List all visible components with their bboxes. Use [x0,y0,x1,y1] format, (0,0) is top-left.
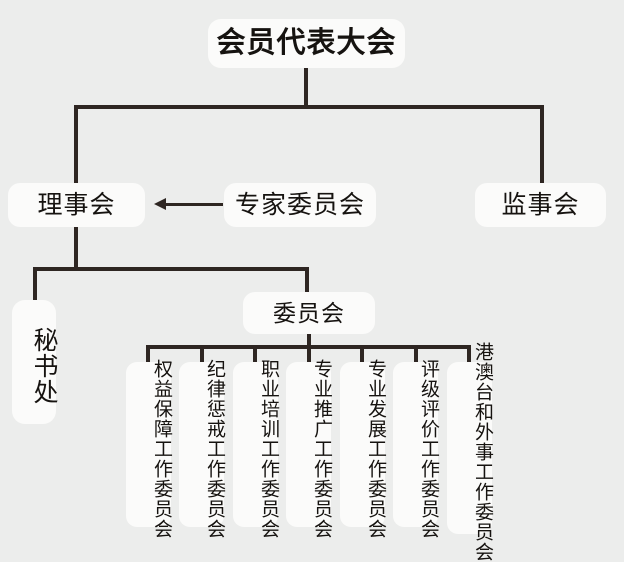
connector-to-committee-7 [467,345,471,362]
connector-to-committee-4 [307,345,311,362]
node-expert-committee[interactable]: 专家委员会 [224,183,376,227]
connector-committee-stem [307,333,311,349]
node-general-assembly-label: 会员代表大会 [216,27,397,59]
node-working-committee-development-label: 专业发展工作委员会 [365,358,386,539]
advisory-arrow-head [154,198,166,210]
node-board-of-directors-label: 理事会 [37,190,116,219]
node-working-committee-training[interactable]: 职业培训工作委员会 [233,359,279,539]
node-committee-label: 委员会 [273,299,345,326]
connector-to-secretariat [33,267,37,303]
node-board-of-directors[interactable]: 理事会 [8,183,145,227]
node-working-committee-discipline[interactable]: 纪律惩戒工作委员会 [179,359,225,539]
node-working-committee-rating-label: 评级评价工作委员会 [418,358,439,539]
connector-to-committee-2 [200,345,204,362]
node-working-committee-development[interactable]: 专业发展工作委员会 [340,359,386,539]
connector-level3-bus [33,267,309,271]
connector-to-committee [305,267,309,295]
node-working-committee-rights[interactable]: 权益保障工作委员会 [126,359,172,539]
node-working-committee-discipline-label: 纪律惩戒工作委员会 [204,358,225,539]
node-expert-committee-label: 专家委员会 [234,190,365,219]
connector-to-committee-5 [360,345,364,362]
node-secretariat-label: 秘书处 [30,327,58,405]
node-board-of-supervisors-label: 监事会 [501,190,580,219]
node-board-of-supervisors[interactable]: 监事会 [475,183,606,227]
node-secretariat[interactable]: 秘书处 [12,300,58,424]
advisory-arrow-shaft [166,203,223,206]
connector-board-stem [74,227,78,271]
connector-root-stem [304,68,308,107]
node-working-committee-training-label: 职业培训工作委员会 [258,358,279,539]
connector-to-supervisor [540,105,544,185]
node-working-committee-rights-label: 权益保障工作委员会 [151,358,172,539]
node-working-committee-foreign-affairs[interactable]: 港澳台和外事工作委员会 [447,342,493,562]
connector-to-committee-1 [146,345,150,362]
connector-to-committee-3 [253,345,257,362]
node-general-assembly[interactable]: 会员代表大会 [208,19,405,68]
node-working-committee-promotion[interactable]: 专业推广工作委员会 [286,359,332,539]
node-working-committee-rating[interactable]: 评级评价工作委员会 [393,359,439,539]
node-working-committee-promotion-label: 专业推广工作委员会 [311,358,332,539]
connector-level2-bus [74,105,544,109]
node-working-committee-foreign-affairs-label: 港澳台和外事工作委员会 [472,342,493,562]
connector-to-committee-6 [414,345,418,362]
connector-to-board [74,105,78,185]
node-committee[interactable]: 委员会 [243,292,375,334]
